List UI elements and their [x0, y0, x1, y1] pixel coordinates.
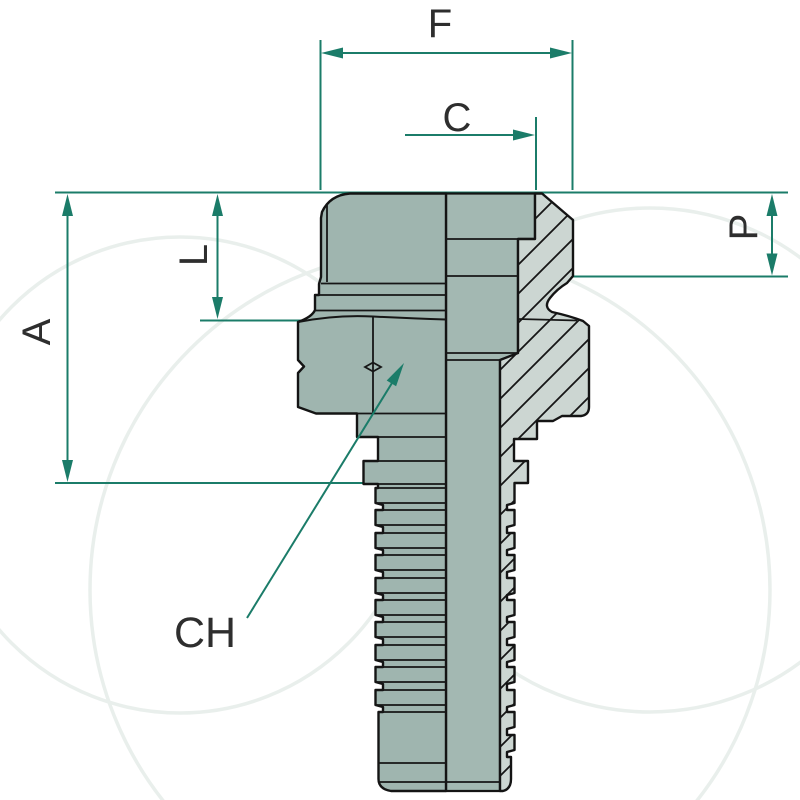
arrowhead: [766, 194, 778, 216]
arrowhead: [386, 363, 404, 387]
barb-rib-lines: [375, 487, 446, 764]
dim-CH-leader: [246, 363, 404, 619]
dim-C: [405, 117, 537, 190]
hex-top-edge: [297, 315, 447, 323]
arrowhead: [550, 47, 572, 59]
arrowhead: [212, 194, 223, 216]
dim-label-f: F: [428, 2, 452, 46]
dim-label-p: P: [722, 214, 766, 241]
dim-A: [55, 194, 363, 484]
dimension-labels: F C A L P CH: [15, 2, 766, 657]
arrowhead: [62, 460, 73, 482]
dim-label-c: C: [443, 96, 472, 140]
dim-L: [200, 194, 322, 322]
internal-edges: [297, 204, 578, 783]
dim-label-a: A: [15, 318, 59, 345]
arrowhead: [766, 253, 778, 276]
arrowhead: [62, 194, 73, 216]
hex-facet-mark: [363, 361, 383, 373]
arrowhead: [212, 297, 223, 319]
section-wall-hatched: [498, 192, 591, 793]
dimension-lines: [55, 40, 788, 484]
arrowhead: [321, 47, 343, 59]
arrowhead: [513, 129, 535, 141]
fitting-body: [296, 192, 591, 793]
dim-label-l: L: [172, 244, 216, 266]
dim-label-ch: CH: [174, 609, 236, 657]
dim-F: [319, 40, 574, 190]
